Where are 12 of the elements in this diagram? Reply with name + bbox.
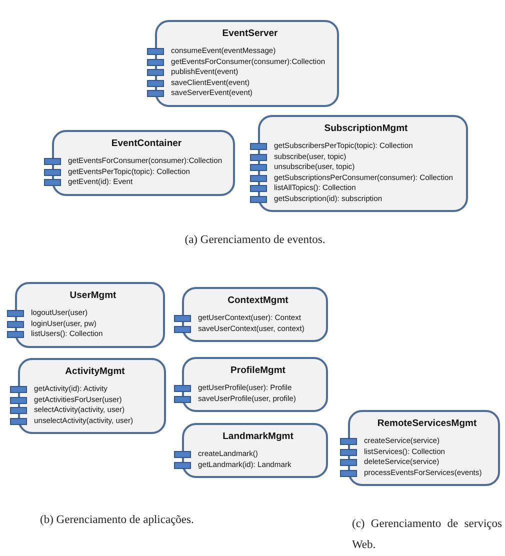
- caption: (c) Gerenciamento de serviços Web.: [352, 517, 502, 553]
- component-name: RemoteServicesMgmt: [376, 418, 478, 429]
- component-name: ActivityMgmt: [64, 366, 126, 377]
- caption: (b) Gerenciamento de aplicações.: [40, 514, 195, 526]
- component-name: UserMgmt: [68, 290, 118, 301]
- component-name: ProfileMgmt: [230, 365, 286, 376]
- caption: (a) Gerenciamento de eventos.: [184, 234, 326, 246]
- component-name: EventServer: [221, 28, 279, 39]
- component-name: LandmarkMgmt: [222, 431, 294, 442]
- component-name: EventContainer: [110, 138, 183, 149]
- component-name: SubscriptionMgmt: [323, 123, 409, 134]
- component-name: ContextMgmt: [226, 295, 290, 306]
